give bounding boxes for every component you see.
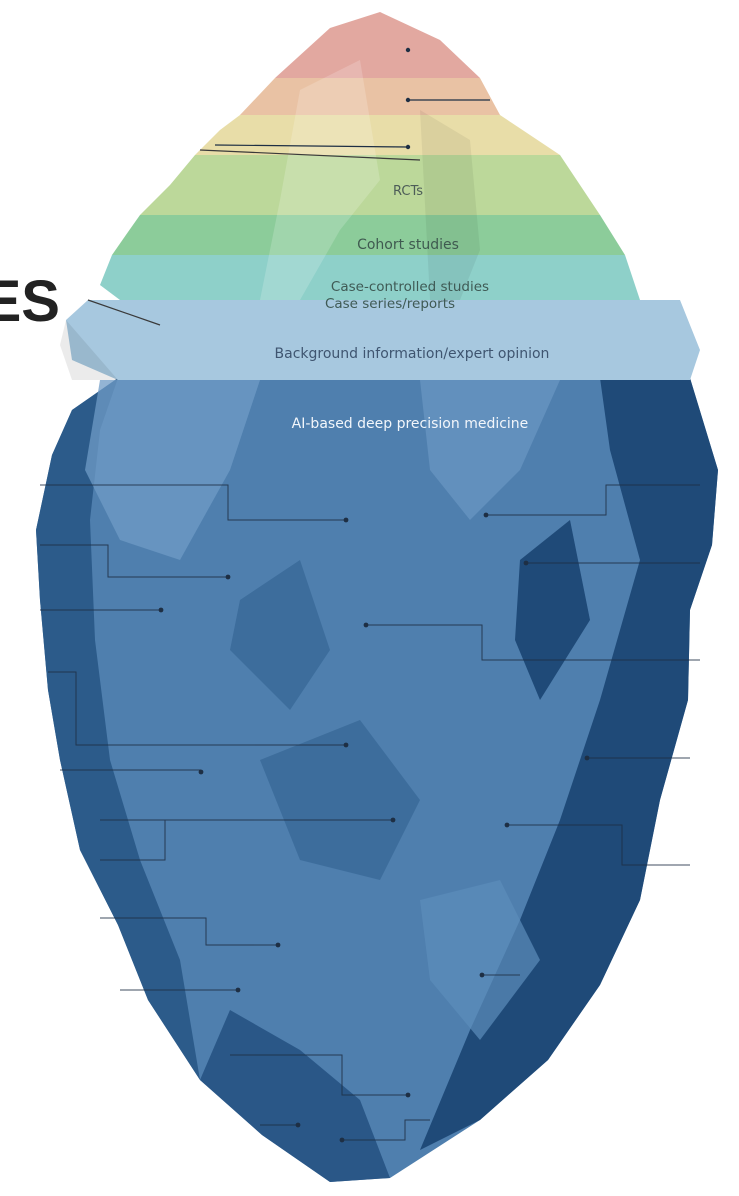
label-rcts: RCTs [393,184,423,199]
dot-15 [584,755,590,761]
dot-4 [343,742,349,748]
layer-tier-1 [275,12,480,78]
dot-17 [479,972,485,978]
layer-case [100,255,640,300]
partial-heading-text: ES [0,269,60,334]
label-case-controlled: Case-controlled studies [331,279,489,295]
label-ai: AI-based deep precision medicine [292,416,529,432]
dot-9 [405,1092,411,1098]
underwater-leaders [40,484,700,1141]
underwater-mid-facet-3 [420,880,540,1040]
tip-dot-1 [405,47,411,53]
leader-12 [342,1119,430,1141]
dot-2 [225,574,231,580]
iceberg-tip [60,12,700,380]
dot-14 [363,622,369,628]
underwater-dark-right [420,378,718,1150]
leader-17 [507,824,690,866]
leader-4 [48,671,346,746]
dot-6 [390,817,396,823]
underwater-mid-facet-1 [230,560,330,710]
dot-12 [483,512,489,518]
dot-16 [504,822,510,828]
tip-dot-3 [405,144,411,150]
label-background: Background information/expert opinion [275,346,550,362]
dot-11 [339,1137,345,1143]
dot-1 [343,517,349,523]
tip-facet-1 [260,60,380,300]
tip-leader-3 [214,144,409,148]
layer-cohort [112,215,625,255]
dot-7 [275,942,281,948]
tip-edge-left [60,320,118,380]
underwater-dark-left [36,378,200,1080]
leader-13 [486,484,700,516]
tip-dot-2 [405,97,411,103]
dot-10 [295,1122,301,1128]
underwater-mid-facet-2 [260,720,420,880]
leader-2 [40,544,228,578]
leader-15 [366,624,700,661]
dot-8 [235,987,241,993]
tip-dots [405,47,411,150]
tier-edge-1 [199,149,421,161]
underwater-body [36,378,718,1182]
underwater-deep-facet [515,520,590,700]
tip-leaders [214,99,490,148]
leader-10 [230,1054,408,1096]
label-case-series: Case series/reports [325,296,455,312]
label-cohort: Cohort studies [357,237,459,253]
partial-heading: ES [0,262,60,342]
tier-edge-2 [87,299,161,326]
layer-background [66,300,700,380]
tip-facet-2 [420,110,480,300]
underwater-light-facet-2 [420,380,560,520]
dot-5 [198,769,204,775]
layer-rcts [140,155,600,215]
dot-3 [158,607,164,613]
leader-8 [100,917,278,946]
leader-6 [100,819,166,861]
dot-13 [523,560,529,566]
underwater-dots [158,512,590,1143]
leader-1 [40,484,346,521]
underwater-light-facet-1 [85,380,260,560]
layer-tier-3 [195,115,560,155]
layer-tier-2 [240,78,500,115]
